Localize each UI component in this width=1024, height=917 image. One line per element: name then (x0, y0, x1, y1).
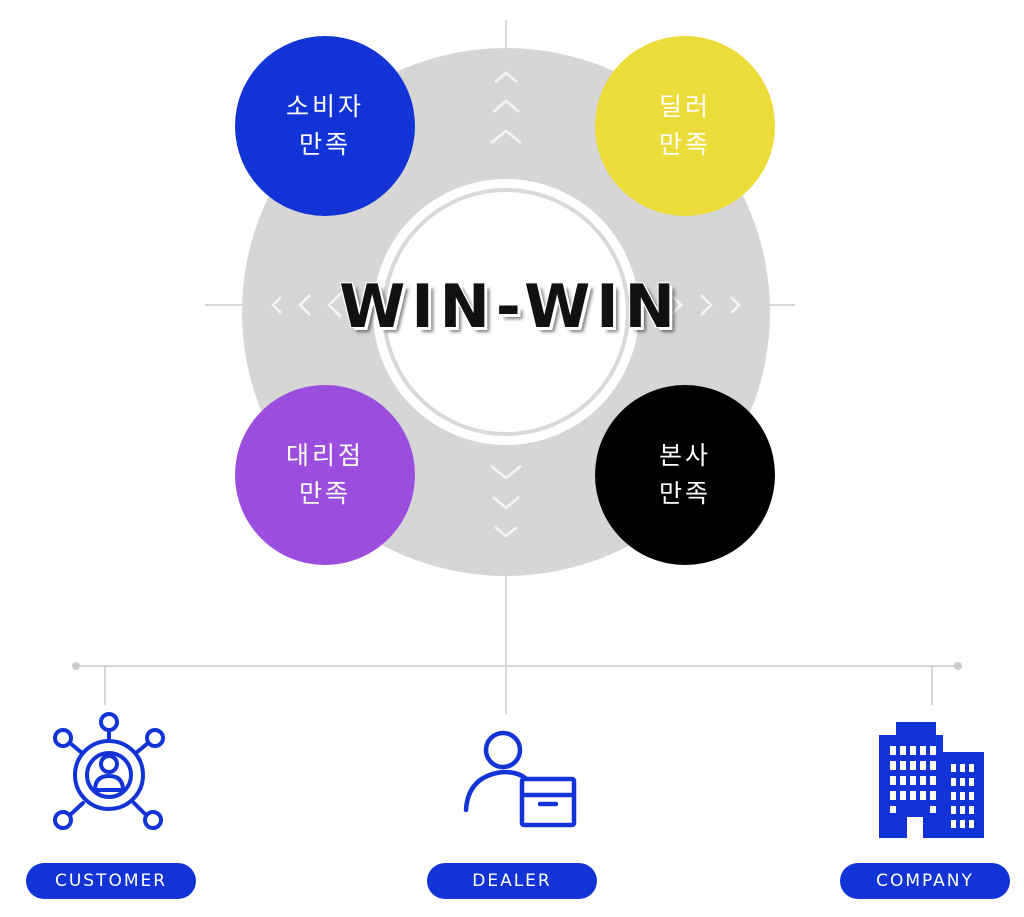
chevron-left-icons (271, 292, 342, 318)
headquarters-satisfaction-circle: 본사 만족 (595, 385, 775, 565)
company-label-pill: COMPANY (840, 863, 1010, 899)
chevron-right-icons (668, 292, 741, 318)
dealer-satisfaction-line1: 딜러 (658, 92, 711, 121)
chevron-up-icons (490, 71, 522, 144)
connector-dot-right (954, 662, 962, 670)
agency-satisfaction-line2: 만족 (298, 479, 351, 508)
headquarters-satisfaction-line1: 본사 (658, 441, 711, 470)
consumer-satisfaction-line2: 만족 (298, 130, 351, 159)
company-building-windows (890, 746, 974, 828)
dealer-satisfaction-circle: 딜러 만족 (595, 36, 775, 216)
agency-satisfaction-circle: 대리점 만족 (235, 385, 415, 565)
inner-circle-outer (373, 179, 639, 445)
agency-satisfaction-line1: 대리점 (285, 441, 364, 470)
inner-circle-ring (382, 188, 630, 436)
connector-dot-left (72, 662, 80, 670)
dealer-label-pill: DEALER (427, 863, 597, 899)
dealer-satisfaction-line2: 만족 (658, 130, 711, 159)
consumer-satisfaction-line1: 소비자 (285, 92, 364, 121)
customer-label-pill: CUSTOMER (26, 863, 196, 899)
customer-network-icon (53, 712, 165, 830)
headquarters-satisfaction-line2: 만족 (658, 479, 711, 508)
chevron-down-icons (490, 465, 522, 538)
dealer-box-icon (463, 730, 577, 828)
win-win-title: WIN-WIN (339, 272, 681, 342)
consumer-satisfaction-circle: 소비자 만족 (235, 36, 415, 216)
